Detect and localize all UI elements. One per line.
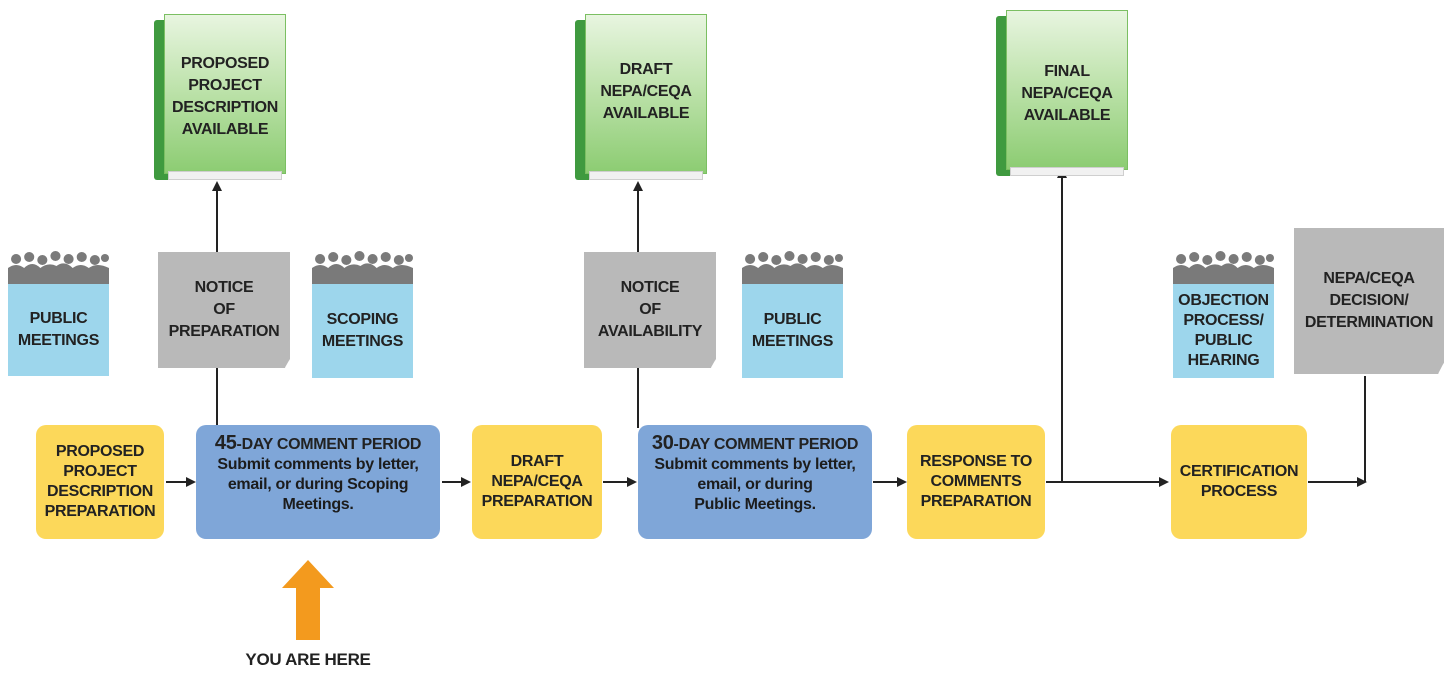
- comment-period-days: 45: [214, 432, 237, 454]
- comment-period-header: 45-DAY COMMENT PERIOD: [204, 433, 432, 455]
- box-response-to-comments-preparation: RESPONSE TO COMMENTS PREPARATION: [907, 425, 1045, 539]
- box-certification-process: CERTIFICATION PROCESS: [1171, 425, 1307, 539]
- meeting-public-meetings-2: PUBLIC MEETINGS: [742, 251, 843, 378]
- book-pages: [168, 171, 282, 180]
- comment-period-header: 30-DAY COMMENT PERIOD: [646, 433, 864, 455]
- crowd-icon: [742, 251, 843, 284]
- you-are-here-arrow-icon: [282, 560, 334, 640]
- comment-period-label: -DAY COMMENT PERIOD: [236, 436, 422, 453]
- meeting-label: PUBLIC MEETINGS: [17, 310, 100, 349]
- notice-nepa-ceqa-decision-determination: NEPA/CEQA DECISION/ DETERMINATION: [1294, 228, 1444, 374]
- box-30-day-comment-period: 30-DAY COMMENT PERIOD Submit comments by…: [638, 425, 872, 539]
- notice-of-preparation: NOTICE OF PREPARATION: [158, 252, 290, 368]
- you-are-here-label: YOU ARE HERE: [245, 650, 371, 669]
- comment-period-instructions: Submit comments by letter, email, or dur…: [217, 456, 419, 513]
- box-draft-nepa-ceqa-preparation: DRAFT NEPA/CEQA PREPARATION: [472, 425, 602, 539]
- book-cover-label: DRAFT NEPA/CEQA AVAILABLE: [585, 14, 707, 174]
- book-pages: [589, 171, 703, 180]
- box-45-day-comment-period: 45-DAY COMMENT PERIOD Submit comments by…: [196, 425, 440, 539]
- book-proposed-project-description-available: PROPOSED PROJECT DESCRIPTION AVAILABLE: [154, 14, 286, 180]
- crowd-icon: [1173, 251, 1274, 284]
- book-final-nepa-ceqa-available: FINAL NEPA/CEQA AVAILABLE: [996, 10, 1128, 176]
- meeting-public-meetings-1: PUBLIC MEETINGS: [8, 251, 109, 376]
- comment-period-days: 30: [651, 432, 674, 454]
- crowd-icon: [8, 251, 109, 284]
- comment-period-label: -DAY COMMENT PERIOD: [673, 436, 859, 453]
- meeting-objection-process-public-hearing: OBJECTION PROCESS/ PUBLIC HEARING: [1173, 251, 1274, 378]
- crowd-icon: [312, 251, 413, 284]
- book-cover-label: FINAL NEPA/CEQA AVAILABLE: [1006, 10, 1128, 170]
- meeting-label: OBJECTION PROCESS/ PUBLIC HEARING: [1178, 292, 1269, 369]
- meeting-label: SCOPING MEETINGS: [321, 311, 404, 350]
- meeting-label: PUBLIC MEETINGS: [751, 311, 834, 350]
- notice-of-availability: NOTICE OF AVAILABILITY: [584, 252, 716, 368]
- book-cover-label: PROPOSED PROJECT DESCRIPTION AVAILABLE: [164, 14, 286, 174]
- book-pages: [1010, 167, 1124, 176]
- comment-period-instructions: Submit comments by letter, email, or dur…: [654, 456, 856, 513]
- box-proposed-project-description-preparation: PROPOSED PROJECT DESCRIPTION PREPARATION: [36, 425, 164, 539]
- meeting-scoping-meetings: SCOPING MEETINGS: [312, 251, 413, 378]
- book-draft-nepa-ceqa-available: DRAFT NEPA/CEQA AVAILABLE: [575, 14, 707, 180]
